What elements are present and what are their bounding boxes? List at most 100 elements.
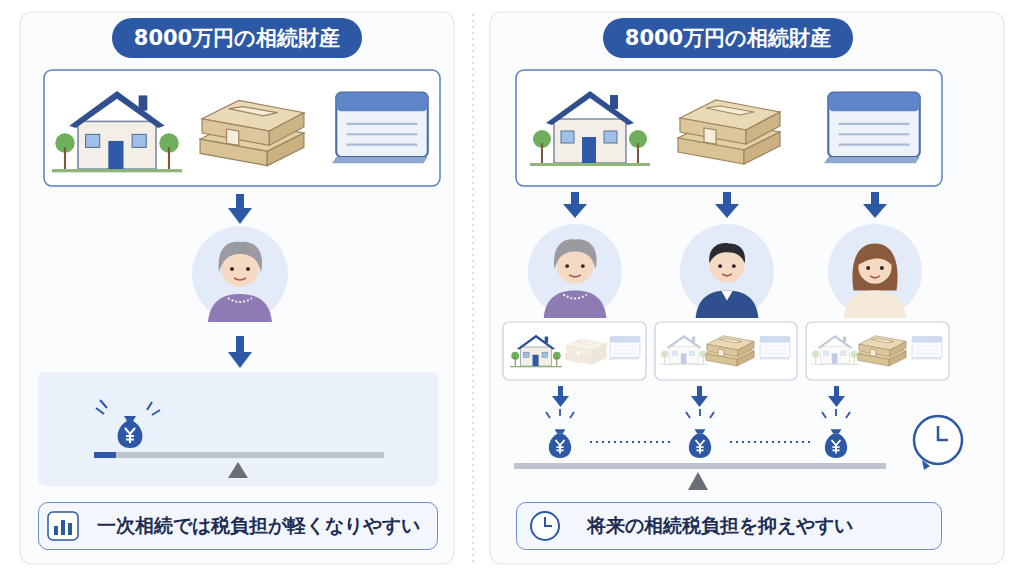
down-arrow-part: [228, 352, 252, 368]
balanced-scale: [514, 409, 886, 490]
balanced-scale-part: [514, 463, 886, 469]
tax-band-part: [94, 452, 116, 458]
tax-band-part: [228, 462, 248, 478]
share-boxes-part: [503, 322, 646, 380]
down-arrow-part: [871, 192, 879, 206]
clock-icon-part: [938, 426, 948, 440]
balanced-scale-part: [549, 429, 571, 458]
tax-band-part: [96, 400, 160, 415]
balanced-scale-part: [825, 429, 847, 458]
down-arrow-part: [863, 204, 887, 218]
down-arrow-part: [691, 396, 708, 407]
balanced-scale-part-part: [730, 441, 810, 443]
clock-icon-part: [914, 416, 962, 464]
caption-text: 一次相続では税負担が軽くなりやすい: [97, 513, 420, 539]
caption-box: 一次相続では税負担が軽くなりやすい: [38, 502, 438, 550]
down-arrow-part: [228, 208, 252, 224]
title-pill: 8000万円の相続財産: [112, 18, 362, 58]
share-boxes-part: [660, 335, 708, 365]
right-panel-part: [490, 12, 1004, 564]
asset-box: [516, 70, 942, 186]
title-pill: 8000万円の相続財産: [603, 18, 853, 58]
tax-band-part: [118, 416, 143, 448]
down-arrow: [228, 194, 252, 224]
share-boxes-part: [609, 336, 640, 359]
caption-box-ground-part: [545, 517, 552, 526]
down-arrow-part: [236, 336, 244, 354]
balanced-scale-part-part: [686, 412, 690, 418]
share-boxes: [503, 322, 949, 380]
clock-icon-part: [922, 460, 930, 470]
tax-band-part-part: [100, 400, 107, 408]
asset-box-part: [824, 93, 920, 164]
tax-band: [38, 372, 438, 486]
share-boxes-part: [706, 336, 754, 366]
caption-box-ground: [516, 502, 942, 550]
tax-band-part: [94, 452, 384, 458]
asset-box-part: [530, 91, 650, 166]
heirs: [528, 224, 922, 318]
balanced-scale-part-part: [559, 409, 561, 416]
down-arrow: [552, 386, 845, 407]
caption-box-ground-part: [38, 502, 438, 550]
left-panel: [20, 12, 454, 564]
caption-box-ground-part: [516, 502, 942, 550]
asset-box-part: [52, 91, 182, 172]
panel-divider-part: [472, 14, 474, 562]
balanced-scale-part-part: [822, 412, 826, 418]
caption-box-ground: [38, 502, 438, 550]
tax-band-part-part: [152, 410, 160, 415]
down-arrow: [563, 192, 887, 218]
balanced-scale-part: [546, 409, 850, 418]
share-boxes-part: [858, 336, 906, 366]
down-arrow-part: [552, 396, 569, 407]
share-boxes-part: [655, 322, 797, 380]
caption-box-ground-part: [61, 520, 65, 535]
down-arrow: [228, 336, 252, 368]
balanced-scale-part-part: [546, 412, 550, 418]
share-boxes-part: [759, 336, 790, 359]
clock-icon: [914, 416, 962, 470]
share-boxes-part: [806, 322, 949, 380]
caption-box: 将来の相続税負担を抑えやすい: [516, 502, 942, 550]
asset-box: [44, 70, 440, 186]
asset-box-part: [200, 100, 304, 165]
asset-box-part: [516, 70, 942, 186]
heirs-part: [680, 224, 774, 318]
share-boxes-part: [911, 336, 942, 359]
left-panel-part: [20, 12, 454, 564]
share-boxes-part: [510, 335, 562, 368]
down-arrow-part: [236, 194, 244, 210]
down-arrow-part: [571, 192, 579, 206]
down-arrow-part: [563, 204, 587, 218]
balanced-scale-part: [590, 441, 810, 443]
panel-divider: [473, 14, 474, 562]
balanced-scale-part-part: [699, 409, 701, 416]
tax-band-part-part: [96, 408, 104, 414]
grandmother: [192, 226, 288, 322]
down-arrow-part: [715, 204, 739, 218]
title-text: 8000万円の相続財産: [134, 24, 340, 52]
share-boxes-part: [566, 339, 607, 365]
balanced-scale-part: [688, 472, 708, 490]
asset-box-part: [678, 100, 780, 164]
balanced-scale-part-part: [835, 409, 837, 416]
balanced-scale-part-part: [590, 441, 674, 443]
caption-text: 将来の相続税負担を抑えやすい: [587, 513, 853, 539]
tax-band-part: [38, 372, 438, 486]
right-panel: [490, 12, 1004, 564]
caption-box-ground-part: [54, 526, 58, 535]
balanced-scale-part: [689, 429, 711, 458]
heirs-part: [828, 224, 922, 318]
heirs-part: [528, 224, 622, 318]
share-boxes-part: [811, 335, 859, 365]
grandmother-part: [192, 226, 288, 322]
caption-box-ground-part: [531, 512, 559, 540]
title-text: 8000万円の相続財産: [625, 24, 831, 52]
caption-box-ground-part: [68, 523, 72, 535]
balanced-scale-part-part: [570, 412, 574, 418]
balanced-scale-part-part: [710, 412, 714, 418]
asset-box-part: [44, 70, 440, 186]
